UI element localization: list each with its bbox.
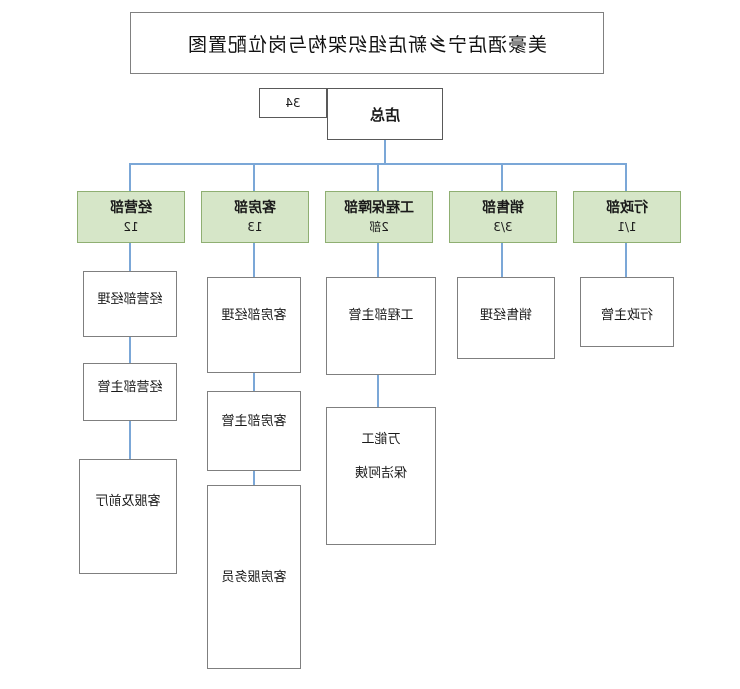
role-label: 销售经理 xyxy=(480,308,533,323)
role-box-sales-manager[interactable]: 销售经理 xyxy=(457,277,555,359)
dept-headcount: 2部 xyxy=(369,219,389,234)
role-label: 客房服务员 xyxy=(221,570,287,585)
connector-operations-third xyxy=(129,421,131,459)
connector-housekeeping-second xyxy=(253,373,255,391)
dept-box-sales[interactable]: 销售部 3/3 xyxy=(449,191,557,243)
node-label: 店总 xyxy=(370,105,401,124)
connector-operations-second xyxy=(129,337,131,363)
connector-housekeeping-down xyxy=(253,243,255,277)
dept-name: 经营部 xyxy=(110,199,152,216)
role-label: 经营部主管 xyxy=(97,380,163,395)
connector-horizontal-bus xyxy=(131,163,627,165)
connector-sales-down xyxy=(501,243,503,277)
dept-headcount: 13 xyxy=(247,219,263,234)
connector-root-down xyxy=(384,140,386,164)
connector-bus-to-dept-1 xyxy=(625,163,627,191)
connector-bus-to-dept-2 xyxy=(501,163,503,191)
node-root-store-manager[interactable]: 店总 xyxy=(327,88,443,140)
dept-box-administration[interactable]: 行政部 1/1 xyxy=(573,191,681,243)
role-box-admin-supervisor[interactable]: 行政主管 xyxy=(580,277,674,347)
role-label: 客房部主管 xyxy=(221,414,287,429)
role-box-engineering-supervisor[interactable]: 工程部主管 xyxy=(326,277,436,375)
root-headcount-value: 34 xyxy=(285,96,301,110)
role-label-line-1: 万能工 xyxy=(361,432,401,447)
connector-operations-down xyxy=(129,243,131,271)
dept-box-operations[interactable]: 经营部 12 xyxy=(77,191,185,243)
connector-engineering-down xyxy=(377,243,379,277)
dept-headcount: 3/3 xyxy=(493,219,513,234)
chart-title-box: 美豪酒店宁乡新店组织架构与岗位配置图 xyxy=(130,12,604,74)
dept-headcount: 1/1 xyxy=(617,219,637,234)
role-box-operations-manager[interactable]: 经营部经理 xyxy=(83,271,177,337)
page-title: 美豪酒店宁乡新店组织架构与岗位配置图 xyxy=(187,33,548,56)
connector-housekeeping-third xyxy=(253,471,255,485)
dept-name: 工程保障部 xyxy=(344,199,414,216)
dept-box-engineering[interactable]: 工程保障部 2部 xyxy=(325,191,433,243)
role-box-housekeeping-attendant[interactable]: 客房服务员 xyxy=(207,485,301,669)
role-box-housekeeping-manager[interactable]: 客房部经理 xyxy=(207,277,301,373)
role-label-line-2: 保洁阿姨 xyxy=(355,466,408,481)
dept-name: 销售部 xyxy=(482,199,524,216)
connector-bus-to-dept-5 xyxy=(129,163,131,191)
role-box-housekeeping-supervisor[interactable]: 客房部主管 xyxy=(207,391,301,471)
dept-headcount: 12 xyxy=(123,219,139,234)
connector-bus-to-dept-3 xyxy=(377,163,379,191)
dept-name: 客房部 xyxy=(234,199,276,216)
role-box-operations-front-desk[interactable]: 客服及前厅 xyxy=(79,459,177,574)
role-label: 客房部经理 xyxy=(221,308,287,323)
role-box-operations-supervisor[interactable]: 经营部主管 xyxy=(83,363,177,421)
dept-box-housekeeping[interactable]: 客房部 13 xyxy=(201,191,309,243)
role-box-engineering-staff[interactable]: 万能工 保洁阿姨 xyxy=(326,407,436,545)
connector-bus-to-dept-4 xyxy=(253,163,255,191)
connector-admin-down xyxy=(625,243,627,277)
role-label: 经营部经理 xyxy=(97,292,163,307)
role-label: 客服及前厅 xyxy=(95,494,161,509)
connector-engineering-second xyxy=(377,375,379,407)
role-label: 行政主管 xyxy=(601,308,654,323)
dept-name: 行政部 xyxy=(606,199,648,216)
root-headcount-badge: 34 xyxy=(259,88,327,118)
role-label: 工程部主管 xyxy=(348,308,414,323)
